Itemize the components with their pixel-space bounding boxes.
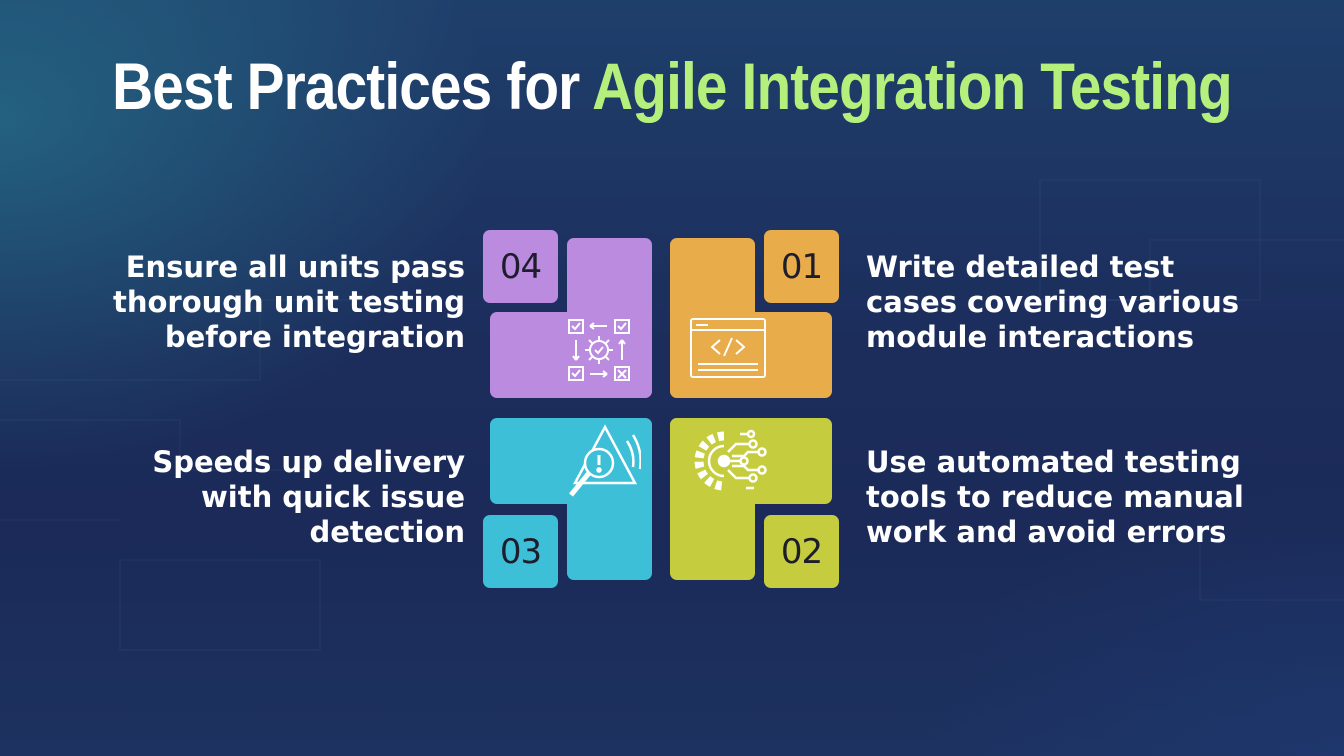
step-02-number: 02 <box>780 531 823 572</box>
step-03-line-1: Speeds up delivery <box>152 445 465 479</box>
gear-circuit-icon <box>694 429 767 491</box>
step-02-line-1: Use automated testing <box>866 445 1241 479</box>
step-04-description: Ensure all units pass thorough unit test… <box>113 250 465 355</box>
step-01-line-2: cases covering various <box>866 285 1240 319</box>
step-01-line-1: Write detailed test <box>866 250 1175 284</box>
title-prefix: Best Practices for <box>112 49 580 123</box>
step-03-number-tab: 03 <box>483 515 558 588</box>
step-02-number-tab: 02 <box>764 515 839 588</box>
step-02-line-3: work and avoid errors <box>866 515 1227 549</box>
alert-magnifier-icon <box>569 424 641 497</box>
step-03-line-3: detection <box>309 515 465 549</box>
step-02-line-2: tools to reduce manual <box>866 480 1244 514</box>
step-01-number-tab: 01 <box>764 230 839 303</box>
step-03-number: 03 <box>499 531 542 572</box>
step-04-line-2: thorough unit testing <box>113 285 465 319</box>
step-03-line-2: with quick issue <box>200 480 465 514</box>
step-01-number: 01 <box>780 246 823 287</box>
step-01-description: Write detailed test cases covering vario… <box>866 250 1239 355</box>
page-title: Best Practices for Agile Integration Tes… <box>94 48 1250 124</box>
step-04-number-tab: 04 <box>483 230 558 303</box>
step-04-line-3: before integration <box>164 320 465 354</box>
step-04-number: 04 <box>499 246 542 287</box>
title-accent: Agile Integration Testing <box>592 49 1233 123</box>
step-02-description: Use automated testing tools to reduce ma… <box>866 445 1244 550</box>
step-01-line-3: module interactions <box>866 320 1195 354</box>
code-window-icon <box>690 318 766 378</box>
gear-checklist-icon <box>568 319 630 381</box>
step-04-line-1: Ensure all units pass <box>125 250 465 284</box>
step-03-description: Speeds up delivery with quick issue dete… <box>152 445 465 550</box>
